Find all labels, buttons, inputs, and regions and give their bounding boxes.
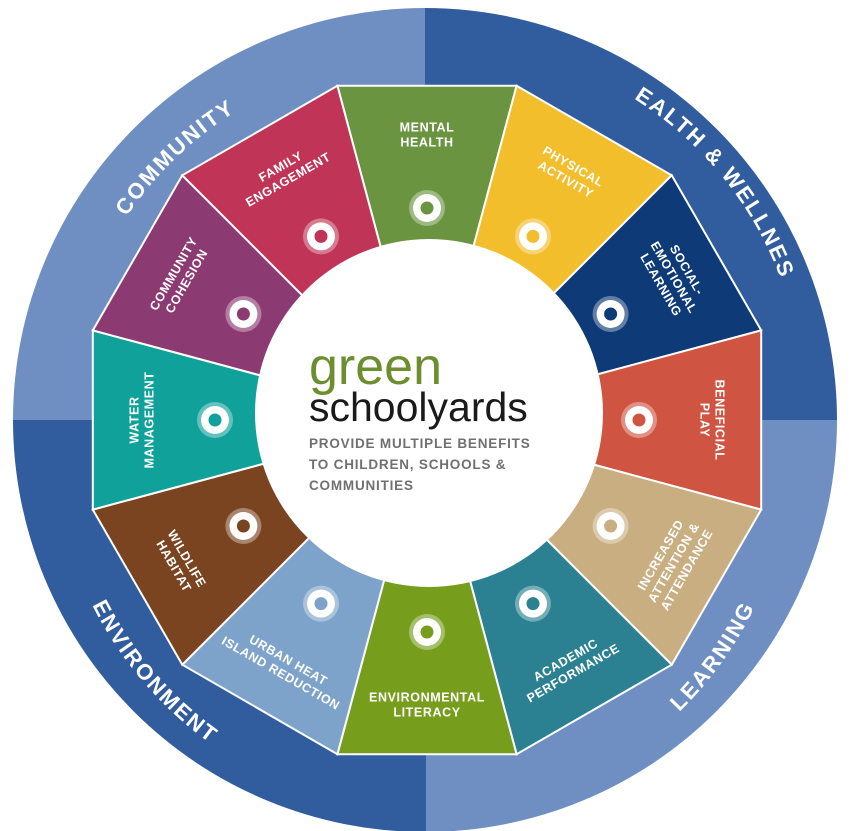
center-badge: green schoolyards PROVIDE MULTIPLE BENEF… [255, 239, 603, 587]
segment-label-line: MENTAL [400, 121, 455, 135]
runner-icon [515, 218, 551, 255]
title-schoolyards: schoolyards [309, 384, 528, 430]
segment-label-line: ENVIRONMENTAL [369, 691, 485, 705]
segment-label-line: WATER [128, 396, 142, 443]
subtitle-line-3: COMMUNITIES [309, 478, 414, 493]
leaf-icon [197, 402, 233, 438]
book-icon [515, 585, 551, 622]
title-green: green [309, 338, 442, 396]
segment-label-line: HEALTH [400, 136, 453, 150]
subtitle-line-1: PROVIDE MULTIPLE BENEFITS [309, 436, 531, 451]
benefit-segments: MENTALHEALTHPHYSICALACTIVITYSOCIAL-EMOTI… [91, 84, 763, 756]
family-icon [303, 218, 339, 255]
heads-icon [592, 296, 629, 332]
bird-icon [225, 508, 262, 544]
lotus-icon [409, 190, 445, 226]
bench-icon [225, 296, 262, 332]
segment-label-line: BENEFICIAL [713, 380, 727, 461]
center-circle [255, 239, 603, 587]
segment-label-line: LITERACY [393, 706, 460, 720]
ball-icon [621, 402, 657, 438]
subtitle-line-2: TO CHILDREN, SCHOOLS & [309, 457, 506, 472]
segment-label-line: MANAGEMENT [143, 372, 157, 469]
tree-icon [303, 585, 339, 622]
drop-icon [409, 614, 445, 650]
apple-icon [592, 508, 629, 544]
segment-label-line: PLAY [698, 403, 712, 438]
